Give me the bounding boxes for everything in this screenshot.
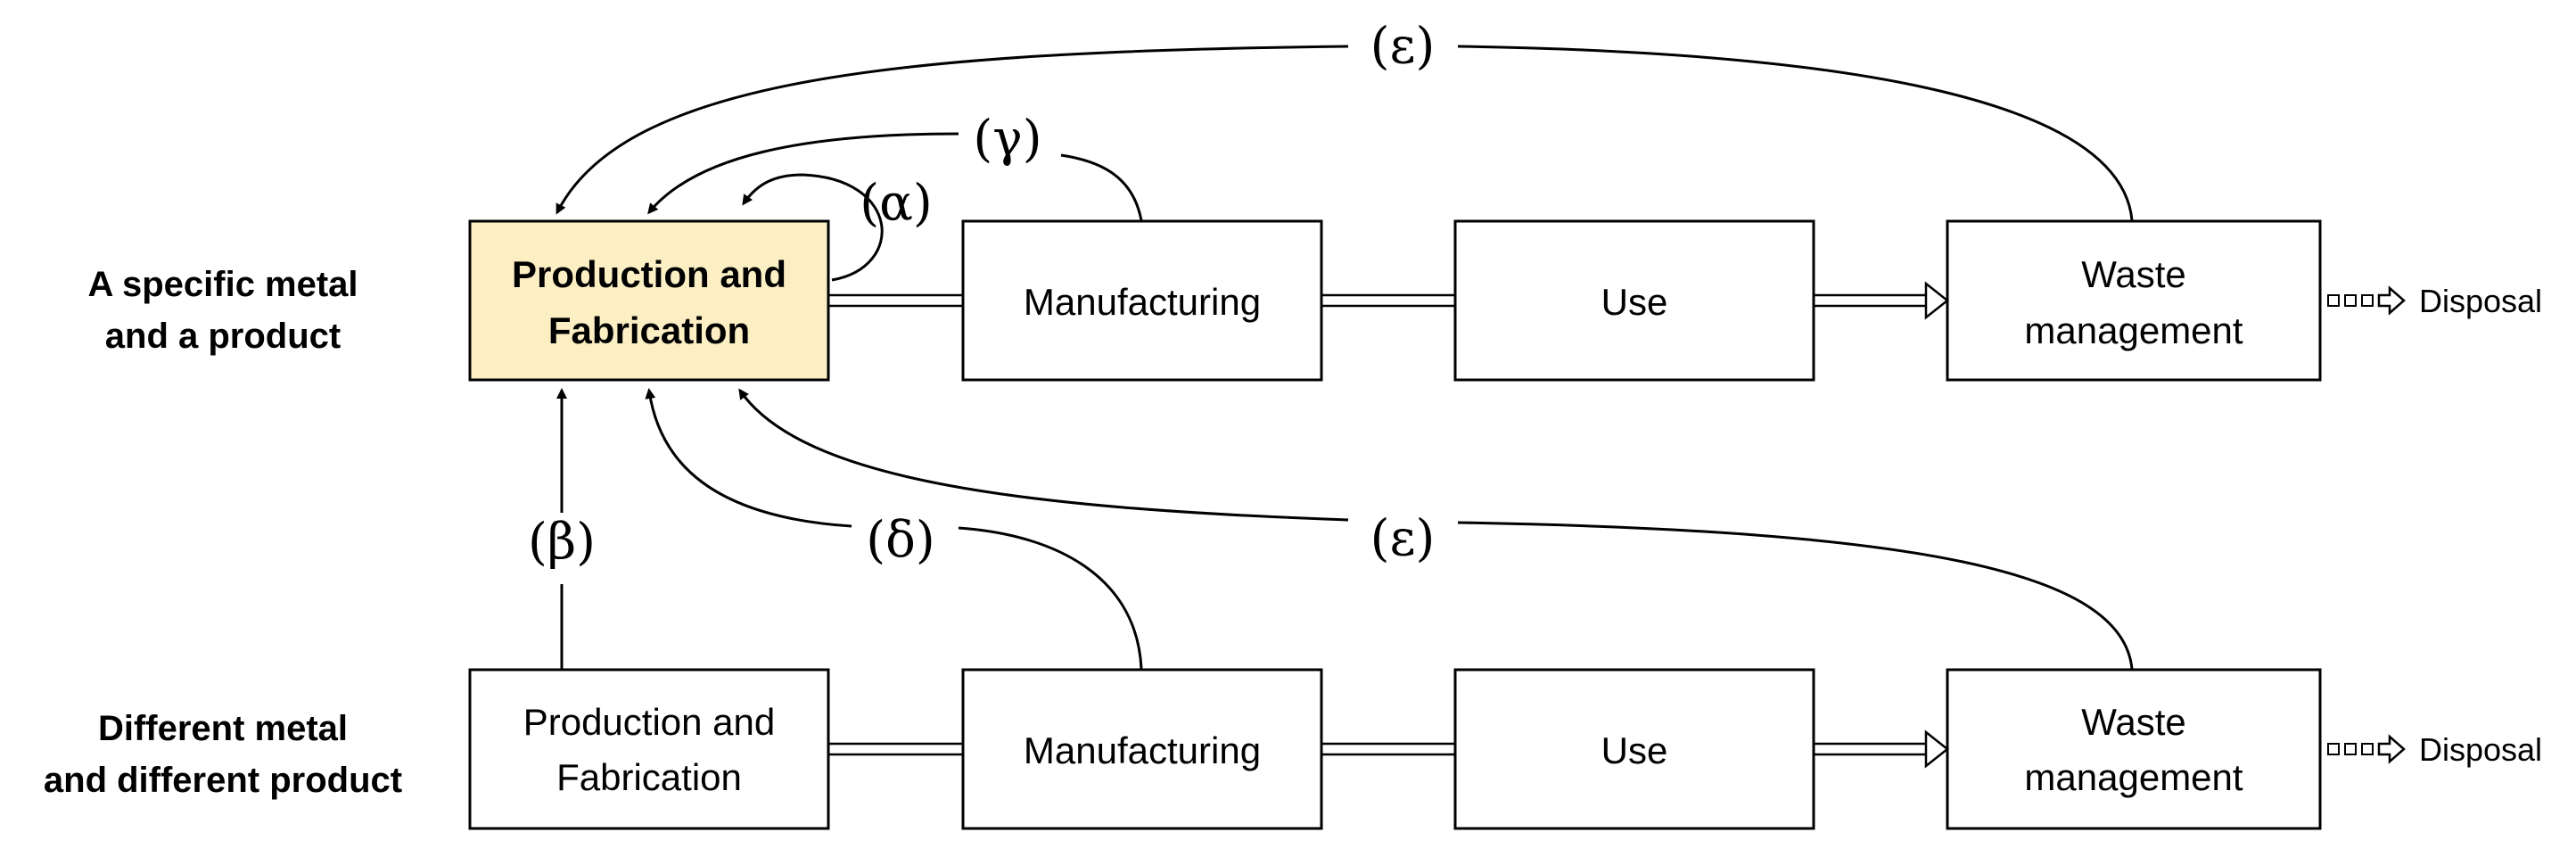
row-label-top-line2: and a product	[105, 317, 341, 356]
loop-epsilon-bottom-label: (ε)	[1370, 510, 1436, 568]
loop-alpha-arrow	[742, 173, 884, 282]
top-disposal-arrow	[2327, 285, 2406, 316]
top-manufacturing-label: Manufacturing	[1024, 281, 1261, 323]
top-flow-manufacturing-to-use	[1321, 293, 1455, 308]
loop-gamma-return-arrow	[647, 132, 959, 215]
loop-epsilon-bottom-arrow	[1457, 521, 2134, 670]
top-flow-use-to-waste-arrow	[1814, 281, 1950, 320]
bottom-production-line1: Production and	[523, 701, 776, 743]
top-production-line2: Fabrication	[548, 309, 750, 351]
row-label-bottom-line2: and different product	[44, 761, 402, 800]
top-use-box: Use	[1453, 219, 1815, 382]
top-manufacturing-box: Manufacturing	[961, 219, 1323, 382]
row-label-top-line1: A specific metal	[87, 265, 358, 304]
row-label-bottom-line1: Different metal	[98, 709, 348, 748]
bottom-disposal-arrow	[2327, 734, 2406, 764]
bottom-flow-manufacturing-to-use	[1321, 742, 1455, 756]
bottom-flow-use-to-waste-arrow	[1814, 729, 1950, 769]
bottom-flow-production-to-manufacturing	[828, 742, 963, 756]
loop-epsilon-top-label: (ε)	[1370, 18, 1436, 76]
bottom-production-box: Production and Fabrication	[468, 668, 830, 830]
top-waste-box: Waste management	[1946, 219, 2322, 382]
top-waste-line1: Waste	[2081, 253, 2185, 295]
top-production-box: Production and Fabrication	[468, 219, 830, 382]
loop-epsilon-bottom-return-arrow	[738, 388, 1349, 522]
bottom-use-box: Use	[1453, 668, 1815, 830]
loop-delta-return-arrow	[645, 388, 852, 528]
loop-epsilon-top-return-arrow	[556, 45, 1349, 215]
top-flow-production-to-manufacturing	[828, 293, 963, 308]
loop-alpha-label: (α)	[860, 175, 933, 233]
bottom-disposal-label: Disposal	[2419, 731, 2542, 768]
bottom-production-line2: Fabrication	[556, 756, 742, 798]
top-use-label: Use	[1601, 281, 1668, 323]
bottom-manufacturing-box: Manufacturing	[961, 668, 1323, 830]
top-waste-line2: management	[2024, 309, 2243, 351]
loop-delta-label: (δ)	[866, 512, 934, 570]
bottom-waste-line1: Waste	[2081, 701, 2185, 743]
loop-gamma-label: (γ)	[973, 111, 1041, 169]
bottom-use-label: Use	[1601, 729, 1668, 771]
top-production-line1: Production and	[512, 253, 786, 295]
bottom-manufacturing-label: Manufacturing	[1024, 729, 1261, 771]
loop-delta-arrow	[958, 526, 1143, 670]
top-disposal-label: Disposal	[2419, 283, 2542, 319]
bottom-waste-line2: management	[2024, 756, 2243, 798]
loop-gamma-arrow	[1060, 153, 1143, 221]
loop-epsilon-top-arrow	[1457, 45, 2134, 221]
loop-beta-label: (β)	[528, 514, 596, 572]
bottom-waste-box: Waste management	[1946, 668, 2322, 830]
